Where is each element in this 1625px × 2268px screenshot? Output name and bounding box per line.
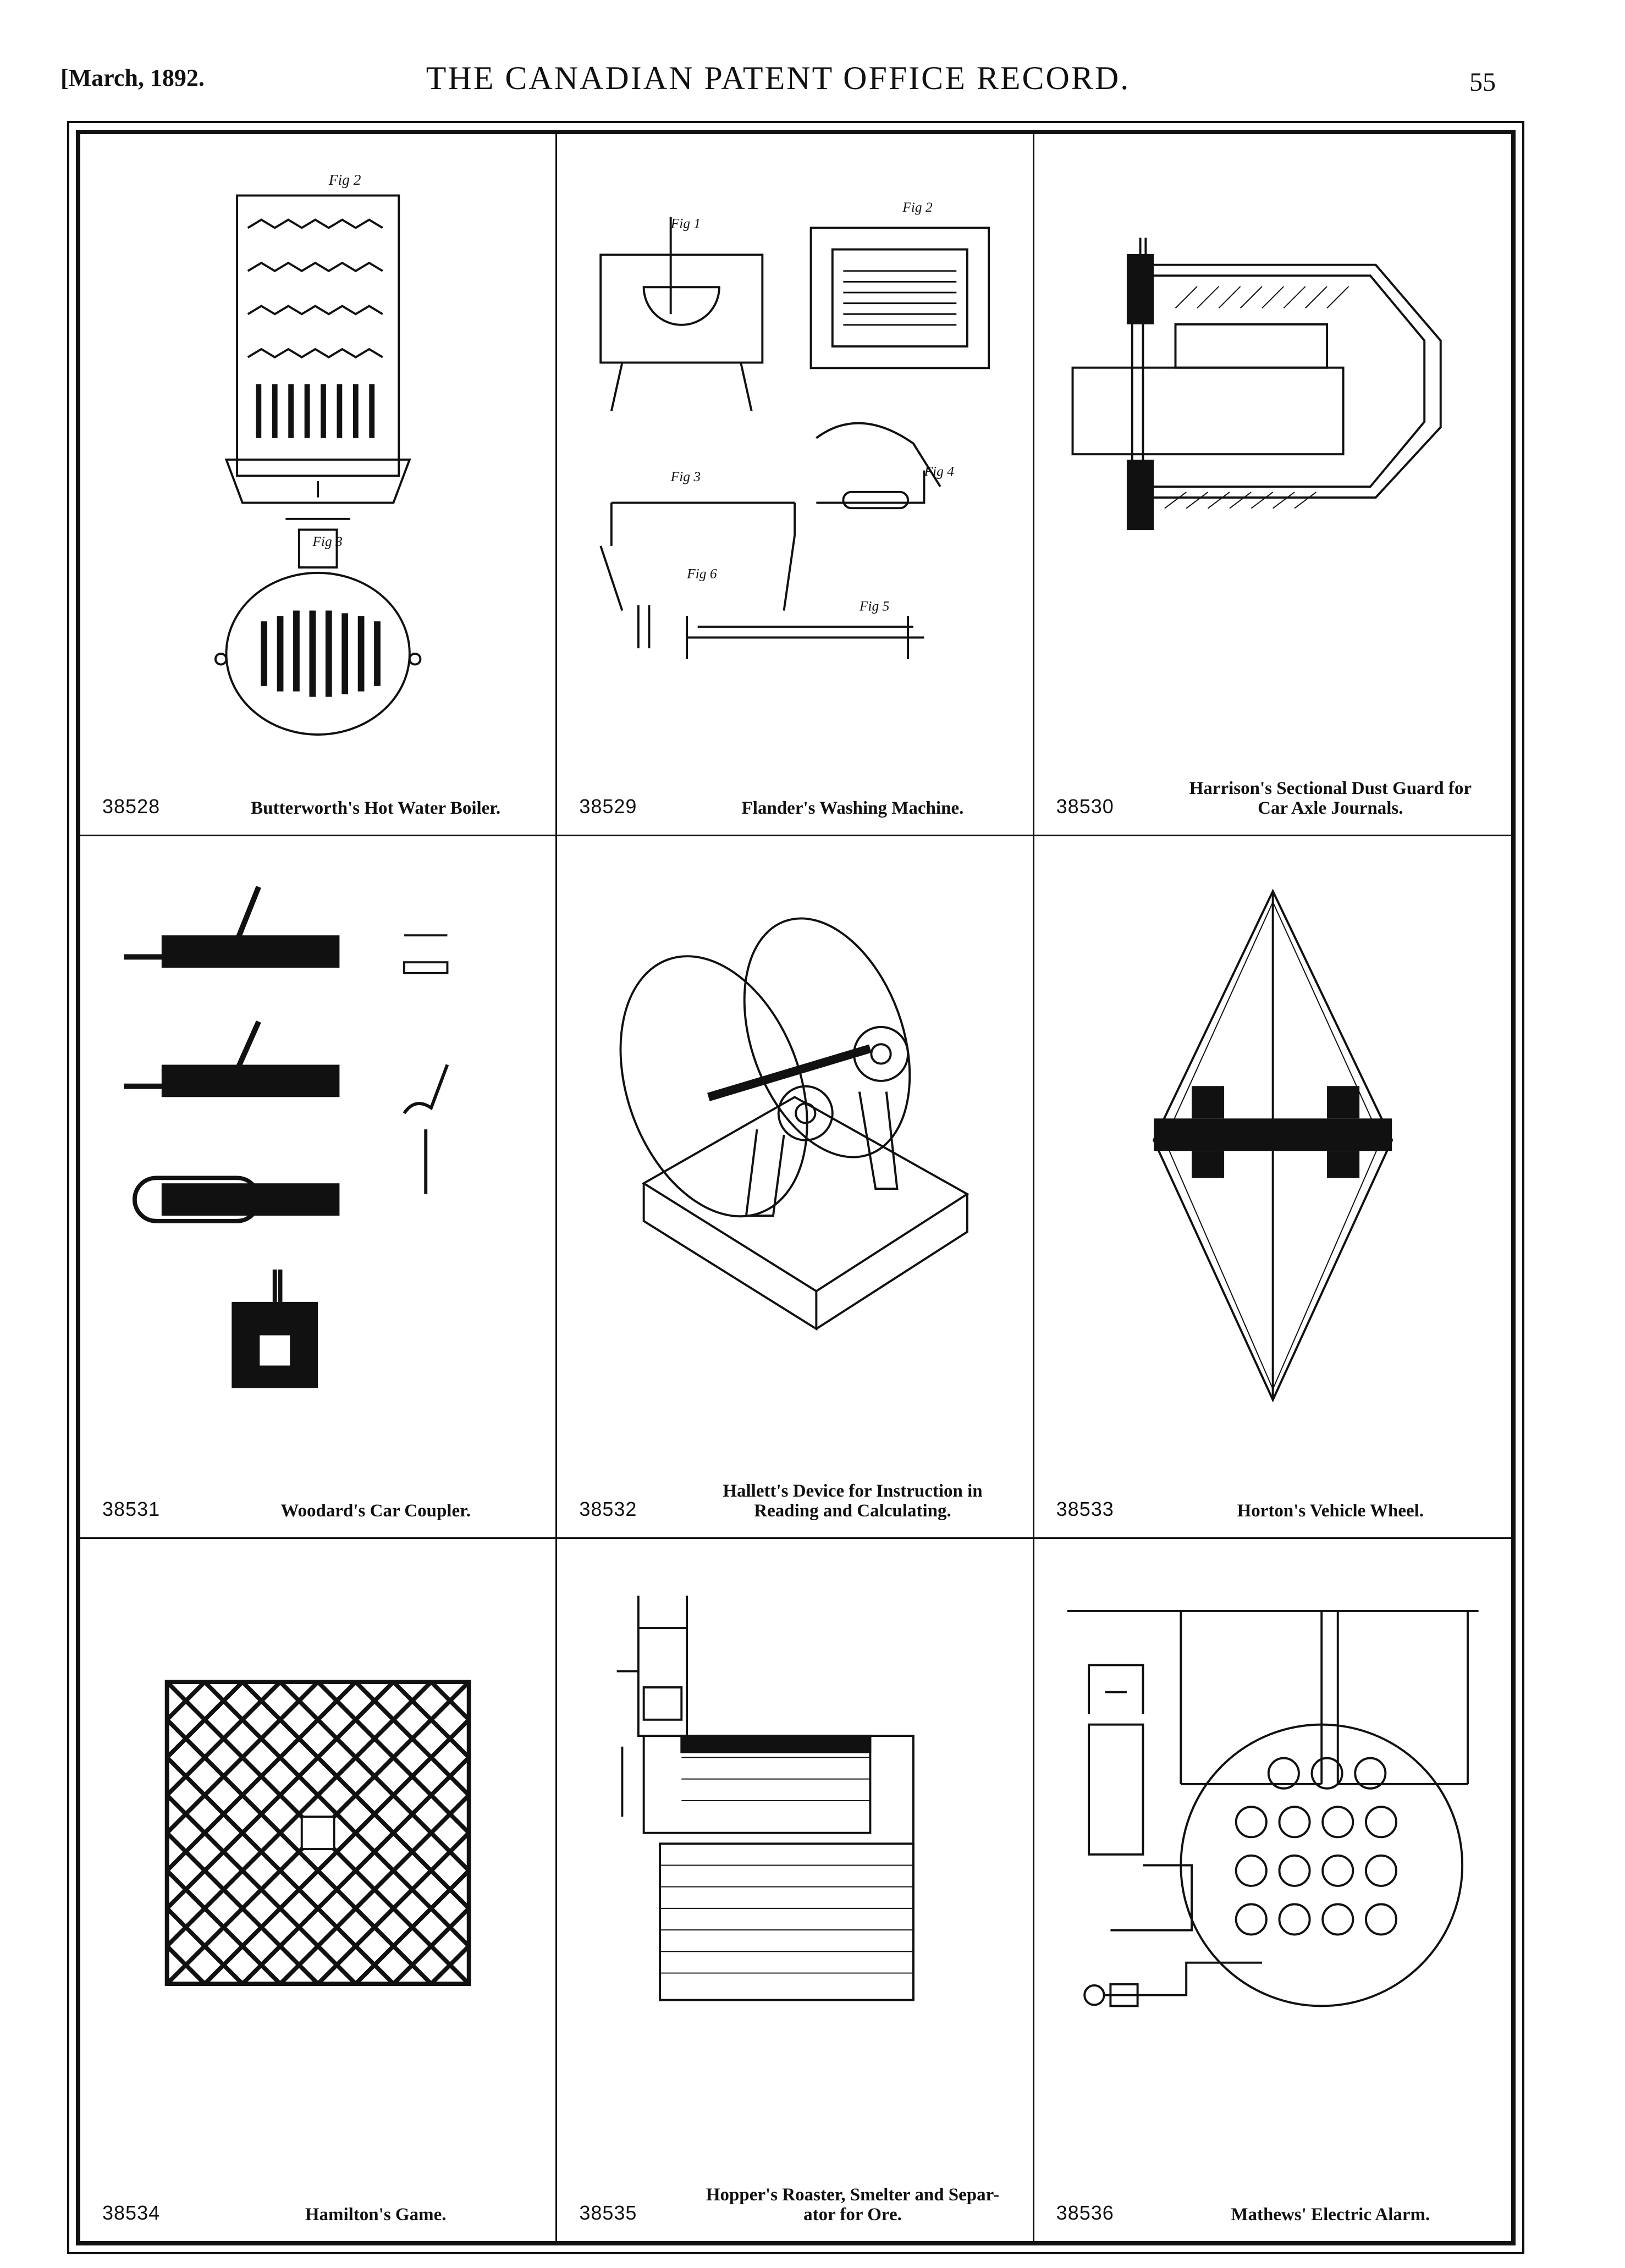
patent-title: Hallett's Device for Instruction in Read… [723, 1481, 983, 1521]
page-number: 55 [1469, 68, 1496, 97]
patent-title: Hopper's Roaster, Smelter and Separ- ato… [706, 2185, 1000, 2225]
patent-cell: Fig 2 Fig 3 38528 Butterworth's Hot Wate… [80, 134, 558, 837]
patent-number: 38536 [1056, 2201, 1114, 2224]
patent-caption: 38530 Harrison's Sectional Dust Guard fo… [1056, 763, 1495, 824]
fig-label: Fig 6 [686, 566, 717, 582]
patent-drawing [1056, 858, 1489, 1454]
issue-date: [March, 1892. [60, 64, 205, 91]
patent-title: Woodard's Car Coupler. [280, 1500, 471, 1521]
patent-caption: 38535 Hopper's Roaster, Smelter and Sepa… [579, 2170, 1016, 2230]
patent-caption: 38532 Hallett's Device for Instruction i… [579, 1466, 1016, 1526]
patent-cell: 38530 Harrison's Sectional Dust Guard fo… [1034, 134, 1511, 837]
patent-cell: 38533 Horton's Vehicle Wheel. [1034, 836, 1511, 1539]
patent-caption: 38533 Horton's Vehicle Wheel. [1056, 1466, 1495, 1526]
page-header: [March, 1892. THE CANADIAN PATENT OFFICE… [60, 59, 1496, 109]
patent-title: Butterworth's Hot Water Boiler. [251, 798, 501, 819]
patent-drawing [102, 858, 533, 1454]
patent-number: 38533 [1056, 1497, 1114, 1520]
patent-cell: Fig 1 Fig 2 Fig 3 Fig 4 Fig 5 Fig 6 [557, 134, 1034, 837]
patent-title: Mathews' Electric Alarm. [1231, 2205, 1430, 2225]
patent-number: 38529 [579, 795, 637, 818]
patent-number: 38535 [579, 2201, 637, 2224]
patent-caption: 38536 Mathews' Electric Alarm. [1056, 2170, 1495, 2230]
patent-drawing [579, 1561, 1010, 2159]
patent-cell: 38534 Hamilton's Game. [80, 1538, 558, 2241]
patent-number: 38530 [1056, 795, 1114, 818]
patent-number: 38531 [102, 1497, 161, 1520]
fig-label: Fig 3 [670, 468, 701, 484]
fig-label: Fig 2 [328, 172, 361, 188]
fig-label: Fig 5 [859, 598, 890, 614]
fig-label: Fig 3 [312, 533, 343, 549]
patent-caption: 38528 Butterworth's Hot Water Boiler. [102, 763, 539, 824]
patent-grid: Fig 2 Fig 3 38528 Butterworth's Hot Wate… [80, 134, 1511, 2241]
patent-title: Horton's Vehicle Wheel. [1237, 1500, 1424, 1521]
patent-drawing [1056, 156, 1489, 752]
fig-label: Fig 1 [670, 215, 701, 231]
patent-drawing [579, 858, 1010, 1454]
patent-caption: 38534 Hamilton's Game. [102, 2170, 539, 2230]
patent-number: 38534 [102, 2201, 161, 2224]
patent-cell: 38535 Hopper's Roaster, Smelter and Sepa… [557, 1538, 1034, 2241]
patent-title: Harrison's Sectional Dust Guard for Car … [1189, 779, 1472, 819]
patent-drawing [1056, 1561, 1489, 2159]
patent-number: 38528 [102, 795, 161, 818]
patent-drawing [102, 1561, 533, 2159]
fig-label: Fig 4 [924, 463, 955, 479]
page-frame-outer [67, 121, 1524, 2254]
patent-title: Flander's Washing Machine. [741, 798, 964, 819]
patent-title: Hamilton's Game. [305, 2205, 447, 2225]
patent-cell: 38531 Woodard's Car Coupler. [80, 836, 558, 1539]
page-frame-inner [76, 130, 1516, 2245]
patent-drawing: Fig 2 Fig 3 [102, 156, 533, 752]
fig-label: Fig 2 [902, 199, 933, 215]
publication-title: THE CANADIAN PATENT OFFICE RECORD. [426, 60, 1131, 96]
patent-cell: 38536 Mathews' Electric Alarm. [1034, 1539, 1511, 2241]
patent-cell: 38532 Hallett's Device for Instruction i… [557, 836, 1034, 1539]
patent-caption: 38529 Flander's Washing Machine. [579, 763, 1016, 824]
patent-drawing: Fig 1 Fig 2 Fig 3 Fig 4 Fig 5 Fig 6 [579, 156, 1010, 752]
patent-number: 38532 [579, 1497, 637, 1520]
patent-caption: 38531 Woodard's Car Coupler. [102, 1466, 539, 1526]
